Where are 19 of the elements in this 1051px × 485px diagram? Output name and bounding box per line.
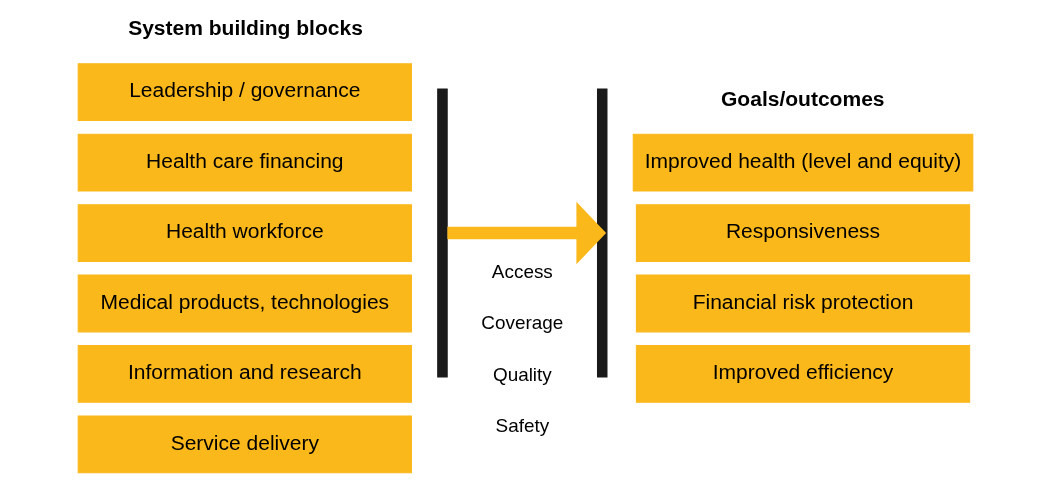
node-brace — [437, 88, 448, 378]
arrow — [447, 201, 607, 265]
node-box: Health workforce — [77, 204, 412, 262]
label: System building blocks — [128, 16, 363, 40]
label: Goals/outcomes — [721, 86, 885, 110]
node-box: Health care financing — [77, 133, 412, 192]
node-box: Financial risk protection — [635, 274, 971, 333]
label: Coverage — [481, 312, 564, 334]
node-box: Improved efficiency — [635, 345, 971, 403]
node-box: Responsiveness — [635, 204, 971, 262]
node-box: Improved health (level and equity) — [632, 133, 974, 192]
label: Access — [491, 260, 553, 282]
label: Quality — [492, 363, 552, 385]
node-box: Medical products, technologies — [77, 274, 412, 333]
node-box: Information and research — [77, 345, 412, 403]
node-box: Leadership / governance — [77, 63, 412, 122]
node-brace — [597, 88, 608, 378]
node-box: Service delivery — [77, 415, 412, 474]
label: Safety — [495, 415, 550, 437]
